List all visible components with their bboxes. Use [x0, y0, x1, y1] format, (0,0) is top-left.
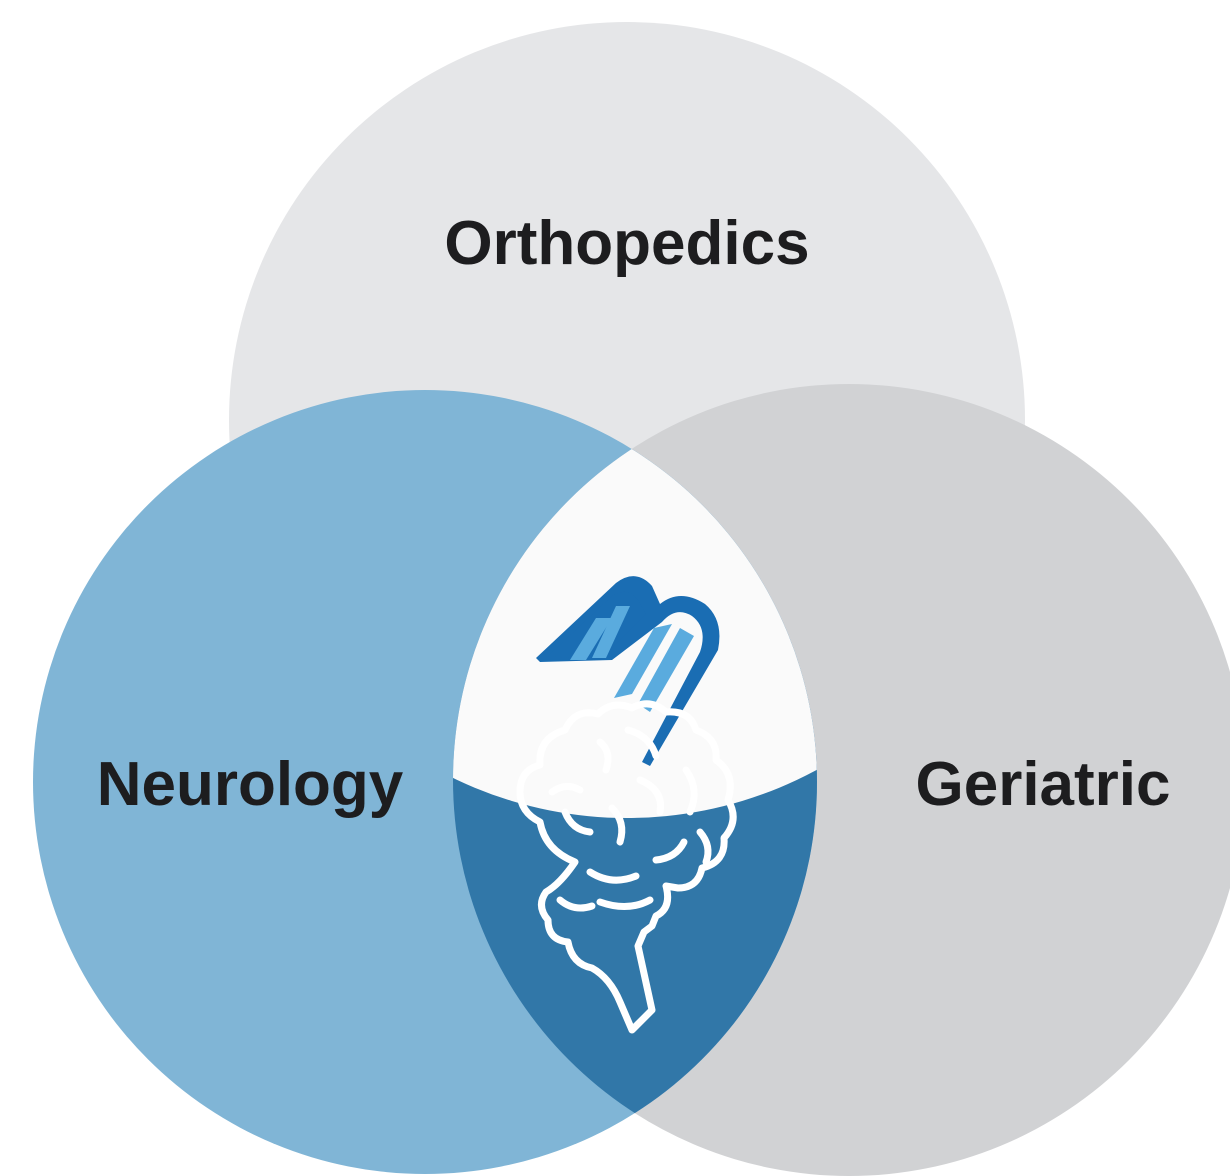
brain-fold-3 [596, 738, 612, 774]
brain-fold-6 [682, 766, 698, 816]
geriatric-label: Geriatric [915, 750, 1170, 819]
brain-fold-12 [696, 828, 712, 866]
logo-stripe-3 [614, 624, 672, 698]
brain-fold-4 [624, 726, 660, 760]
center-overlap [453, 390, 817, 818]
brain-fold-8 [586, 868, 640, 884]
neurology-label: Neurology [97, 750, 404, 819]
logo-stripe-1 [570, 618, 612, 660]
brain-fold-10 [596, 896, 654, 910]
logo-ribbon-outer [536, 576, 720, 766]
brain-icon [516, 700, 737, 1034]
brain-outline [516, 700, 737, 1034]
brain-fold-5 [636, 776, 665, 816]
orthopedics-label: Orthopedics [444, 209, 809, 278]
brain-fold-9 [652, 838, 688, 864]
brain-fold-2 [561, 808, 594, 836]
logo-stripe-2 [592, 606, 630, 658]
brain-fold-7 [608, 804, 626, 846]
brain-fold-1 [548, 783, 584, 796]
brand-logo-icon [536, 576, 720, 766]
brain-fold-11 [556, 896, 596, 912]
logo-stripe-4 [638, 628, 694, 712]
